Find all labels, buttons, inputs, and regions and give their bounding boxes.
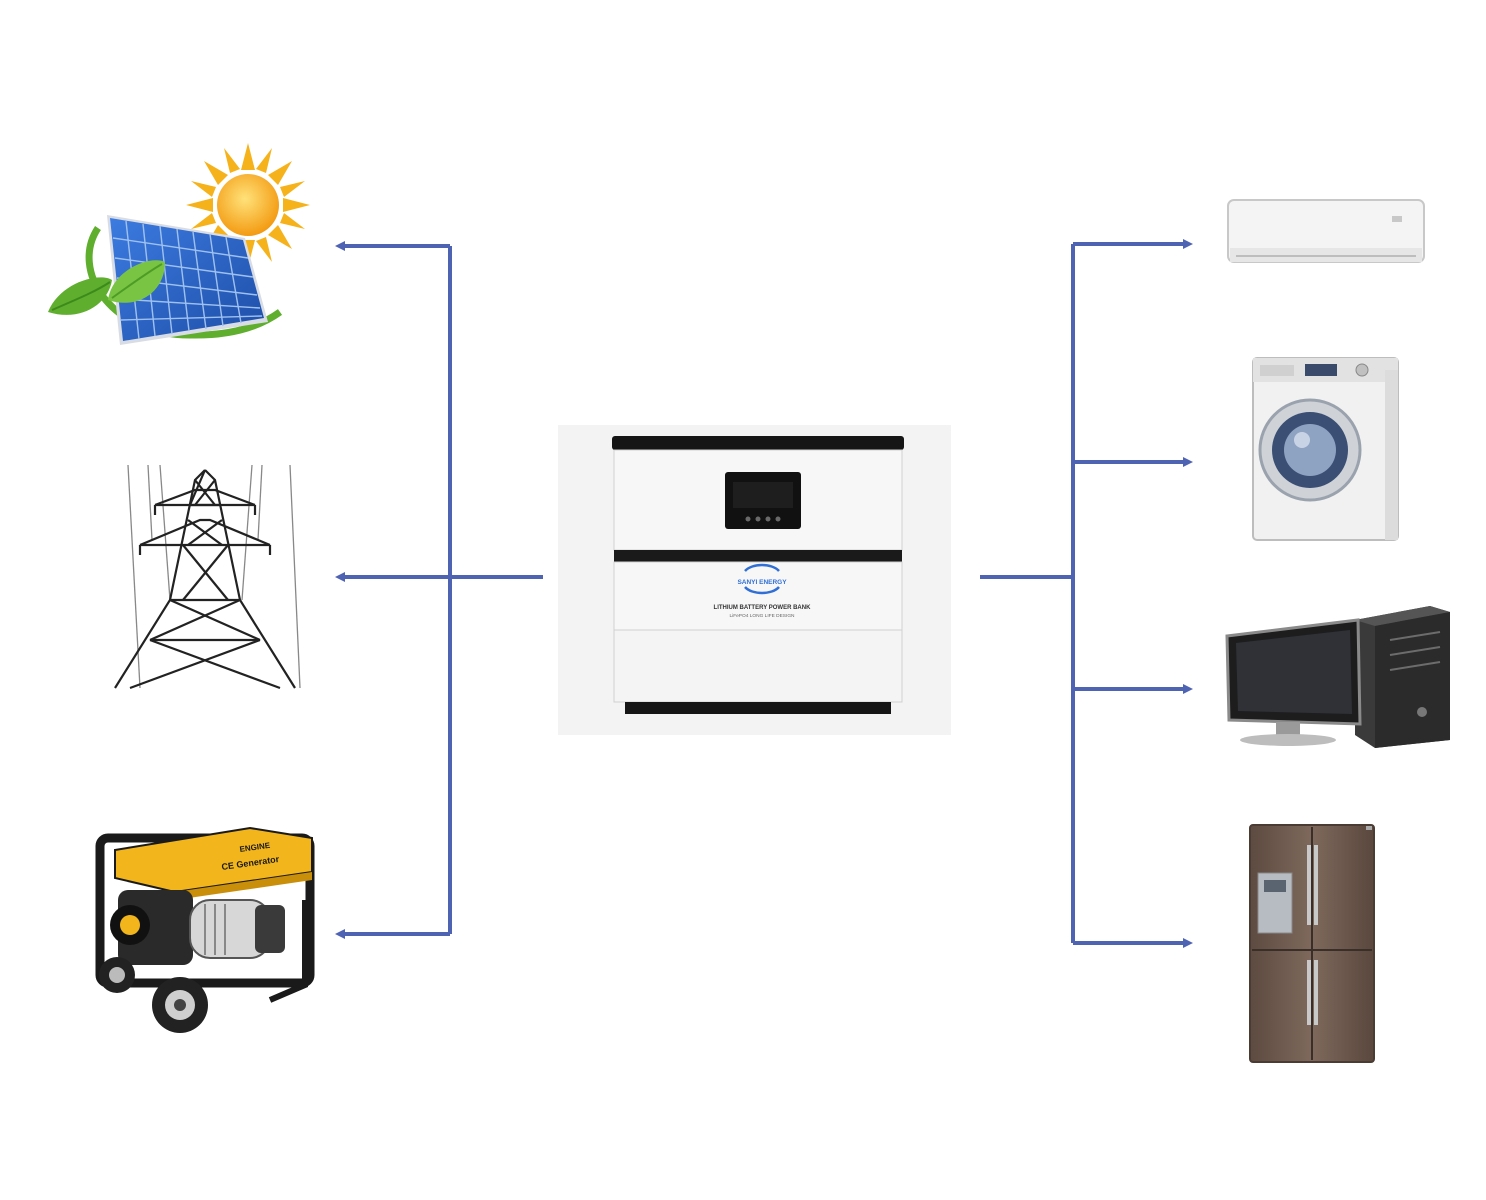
battery-subtitle-text: LiFePO4 LONG LIFE DESIGN (729, 613, 795, 619)
solar-panel-icon (48, 143, 310, 345)
generator-icon: ENGINE CE Generator (95, 826, 315, 1033)
refrigerator-icon (1249, 824, 1375, 1063)
battery-unit: SANYI ENERGY LITHIUM BATTERY POWER BANK … (558, 425, 951, 735)
generator-panel-label: ENGINE (239, 841, 271, 854)
battery-logo-text: SANYI ENERGY (737, 579, 787, 586)
computer-icon (1225, 606, 1450, 748)
battery-title-text: LITHIUM BATTERY POWER BANK (714, 605, 812, 611)
air-conditioner-icon (1227, 199, 1425, 263)
washing-machine-icon (1252, 357, 1399, 541)
load-connectors (980, 239, 1193, 948)
battery-logo-icon (744, 563, 780, 595)
source-connectors (335, 241, 543, 939)
power-tower-icon (114, 464, 301, 690)
